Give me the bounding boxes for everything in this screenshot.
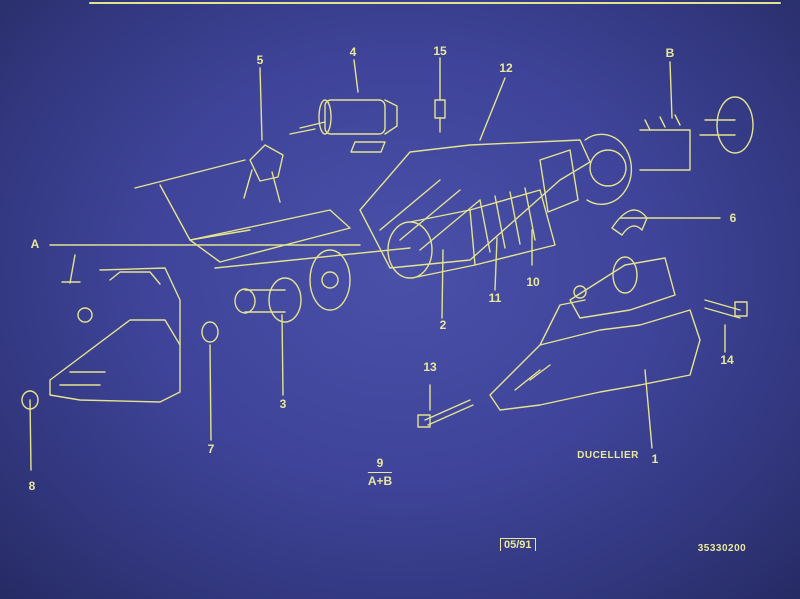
callout-1: 1: [651, 452, 659, 466]
callout-10: 10: [526, 275, 540, 289]
note-9-a-plus-b: 9 A+B: [367, 456, 393, 488]
callout-14: 14: [720, 353, 734, 367]
callout-A: A: [30, 237, 40, 251]
callout-B: B: [665, 46, 675, 60]
callout-3: 3: [279, 397, 287, 411]
callout-7: 7: [207, 442, 215, 456]
callout-11: 11: [488, 291, 502, 305]
brand-label: DUCELLIER: [577, 450, 639, 461]
date-stamp: 05/91: [500, 538, 536, 551]
callout-12: 12: [499, 61, 513, 75]
note-number: 9: [376, 456, 384, 470]
callout-15: 15: [433, 44, 447, 58]
callout-5: 5: [256, 53, 264, 67]
callout-13: 13: [423, 360, 437, 374]
callout-2: 2: [439, 318, 447, 332]
callout-6: 6: [729, 211, 737, 225]
note-text: A+B: [367, 472, 393, 488]
callout-8: 8: [28, 479, 36, 493]
callout-4: 4: [349, 45, 357, 59]
reference-number: 35330200: [697, 543, 747, 554]
